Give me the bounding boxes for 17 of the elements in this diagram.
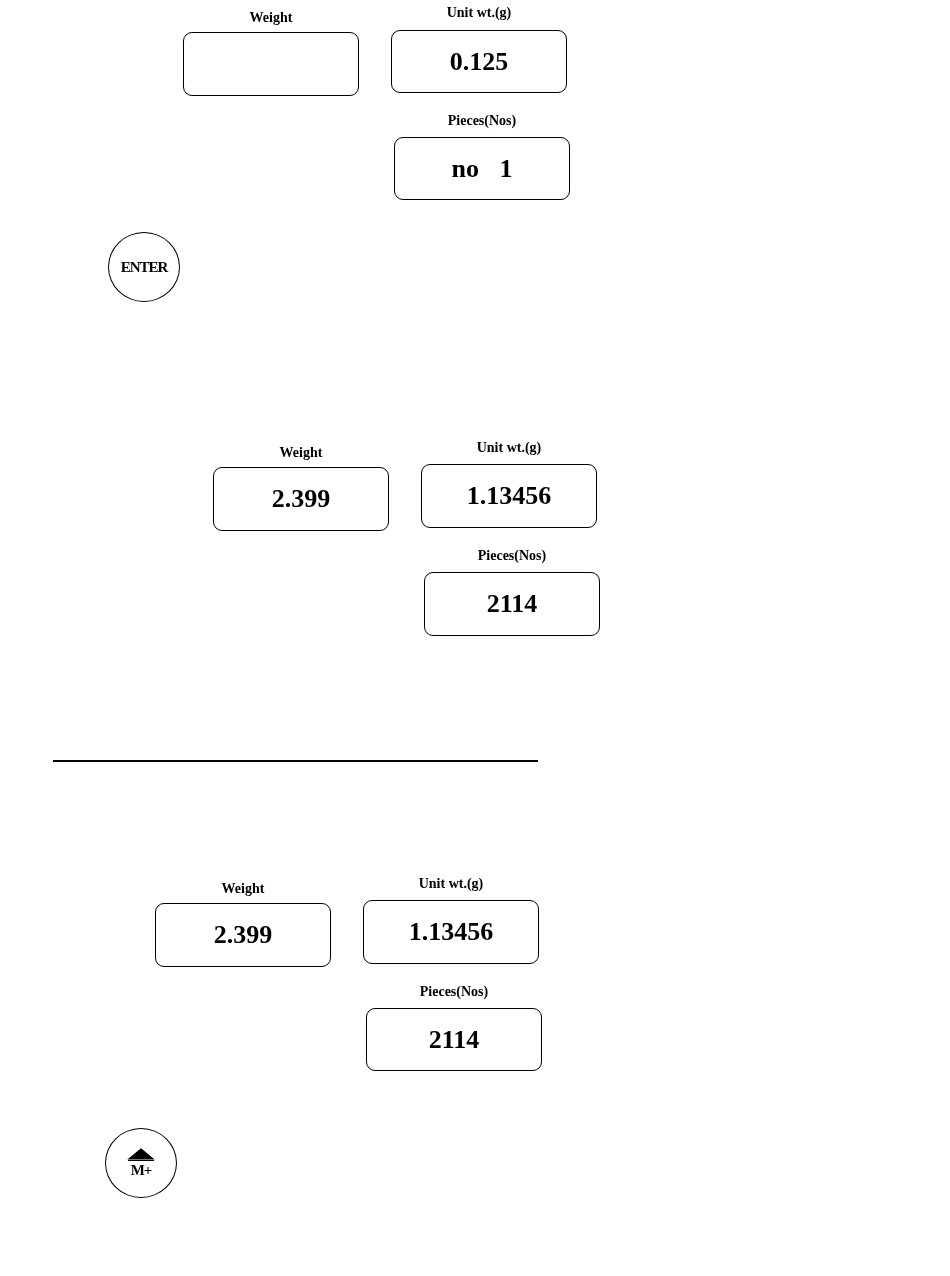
display-field: no 1 [394, 137, 570, 200]
display-label: Weight [278, 445, 324, 461]
display-field: 2.399 [213, 467, 389, 531]
display-field: 0.125 [391, 30, 567, 93]
display-label: Unit wt.(g) [445, 5, 513, 21]
display-field: 2.399 [155, 903, 331, 967]
display-label: Unit wt.(g) [417, 876, 485, 892]
display-label: Unit wt.(g) [475, 440, 543, 456]
display-label: Pieces(Nos) [476, 548, 548, 564]
display-field: 1.13456 [421, 464, 597, 528]
display-label: Weight [248, 10, 294, 26]
display-label: Weight [220, 881, 266, 897]
display-label: Pieces(Nos) [446, 113, 518, 129]
display-label: Pieces(Nos) [418, 984, 490, 1000]
display-field: 2114 [424, 572, 600, 636]
display-field: 1.13456 [363, 900, 539, 964]
display-field: 2114 [366, 1008, 542, 1071]
